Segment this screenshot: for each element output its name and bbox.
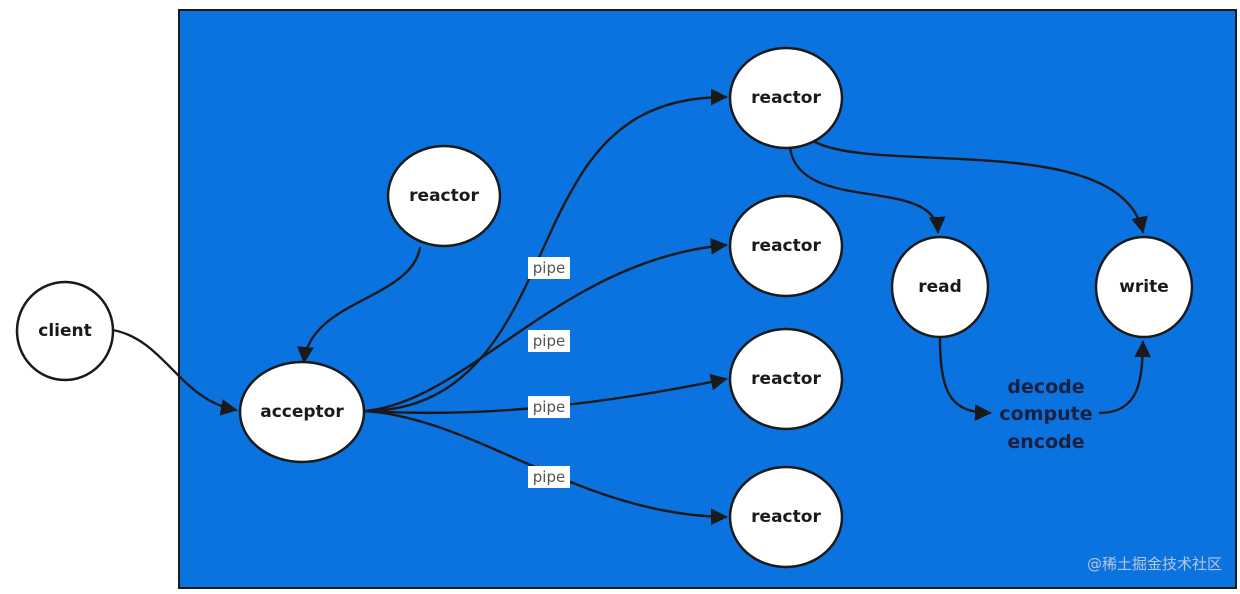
edge-acceptor-to-reactor-1 — [364, 88, 728, 413]
edge-reactor-1-to-read — [788, 146, 946, 234]
edge-read-to-process — [938, 336, 992, 421]
svg-text:reactor: reactor — [751, 236, 821, 256]
node-write: write — [1094, 235, 1194, 339]
svg-text:pipe: pipe — [533, 332, 565, 350]
svg-text:reactor: reactor — [751, 369, 821, 389]
process-step-compute: compute — [999, 403, 1092, 425]
svg-text:pipe: pipe — [533, 259, 565, 277]
node-reactor-1: reactor — [728, 46, 844, 150]
node-reactor-main: reactor — [386, 144, 502, 248]
process-step-encode: encode — [1007, 431, 1084, 453]
node-reactor-4: reactor — [728, 465, 844, 569]
edge-reactor-main-to-acceptor — [297, 246, 422, 364]
node-reactor-3: reactor — [728, 327, 844, 431]
edge-reactor-1-to-write — [813, 140, 1148, 234]
node-client: client — [15, 280, 115, 382]
edge-process-to-write — [1098, 340, 1151, 415]
svg-text:client: client — [38, 321, 92, 341]
pipe-label-4: pipe — [528, 466, 570, 488]
pipe-label-3: pipe — [528, 396, 570, 418]
node-reactor-2: reactor — [728, 194, 844, 298]
node-acceptor: acceptor — [238, 360, 366, 464]
svg-text:reactor: reactor — [751, 507, 821, 527]
svg-text:acceptor: acceptor — [260, 402, 344, 422]
svg-text:write: write — [1119, 277, 1169, 297]
svg-text:reactor: reactor — [409, 186, 479, 206]
svg-text:reactor: reactor — [751, 88, 821, 108]
svg-text:pipe: pipe — [533, 468, 565, 486]
watermark: @稀土掘金技术社区 — [1087, 555, 1222, 573]
edge-acceptor-to-reactor-2 — [364, 238, 728, 413]
edge-client-to-acceptor — [111, 328, 238, 416]
pipe-label-1: pipe — [528, 257, 570, 279]
svg-text:read: read — [918, 277, 962, 297]
pipe-label-2: pipe — [528, 330, 570, 352]
svg-text:pipe: pipe — [533, 398, 565, 416]
node-read: read — [890, 235, 990, 339]
process-steps: decode compute encode — [999, 376, 1092, 453]
process-step-decode: decode — [1007, 376, 1084, 398]
reactor-panel — [178, 9, 1237, 589]
